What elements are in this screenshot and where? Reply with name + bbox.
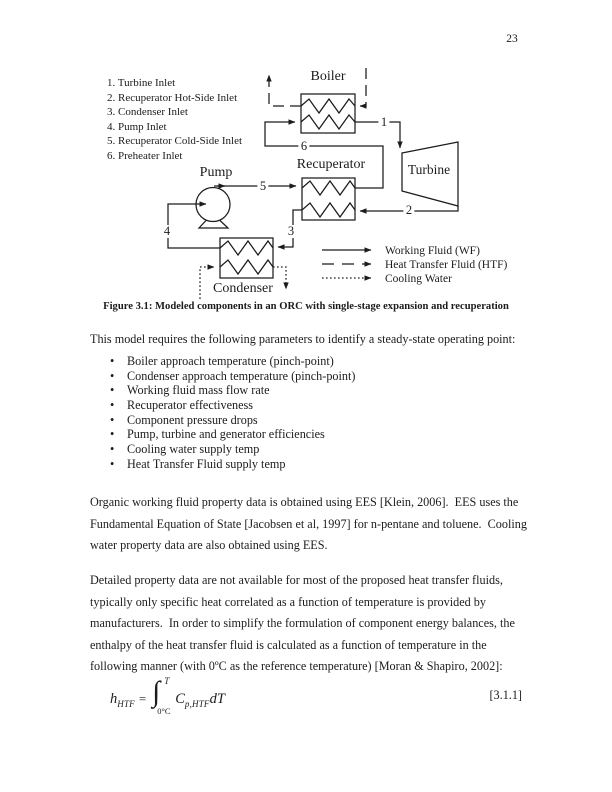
- state-point-4: 4: [161, 224, 173, 238]
- eq-lhs: h: [110, 691, 118, 707]
- eq-equals: =: [138, 691, 147, 706]
- integral-upper-limit: T: [164, 676, 170, 686]
- text-line: water property data are also obtained us…: [90, 538, 328, 553]
- intro-paragraph: This model requires the following parame…: [90, 332, 516, 346]
- parameter-bullet-list: Boiler approach temperature (pinch-point…: [110, 354, 355, 472]
- condenser-coil-bottom: [219, 258, 274, 276]
- wf-line-1-boiler-to-turbine: [355, 121, 403, 149]
- cooling-water-inlet: [199, 264, 215, 299]
- condenser-label: Condenser: [213, 281, 273, 296]
- boiler-label: Boiler: [310, 69, 346, 84]
- condenser-box: [219, 237, 274, 279]
- boiler-coil-bottom: [300, 113, 356, 131]
- list-item: 4. Pump Inlet: [107, 120, 167, 133]
- integral-lower-limit: 0°C: [157, 706, 171, 716]
- recuperator-coil-top: [301, 179, 356, 197]
- eq-integrand: C: [175, 691, 185, 707]
- paragraph-htf-properties: Detailed property data are not available…: [90, 570, 550, 678]
- text-line: typically only specific heat correlated …: [90, 594, 486, 609]
- wf-line-4-condenser-to-pump: [167, 201, 220, 249]
- state-point-2: 2: [403, 203, 415, 217]
- eq-integrand-subscript: p,HTF: [184, 699, 210, 709]
- text-line: Fundamental Equation of State [Jacobsen …: [90, 516, 527, 531]
- legend-cooling-water-label: Cooling Water: [385, 272, 452, 285]
- list-item: Working fluid mass flow rate: [110, 383, 355, 398]
- list-item: 5. Recuperator Cold-Side Inlet: [107, 135, 243, 148]
- list-item: Cooling water supply temp: [110, 442, 355, 457]
- bullet-text: Boiler approach temperature (pinch-point…: [127, 354, 334, 368]
- list-item: Pump, turbine and generator efficiencies: [110, 427, 355, 442]
- legend-htf-label: Heat Transfer Fluid (HTF): [385, 258, 508, 271]
- bullet-text: Condenser approach temperature (pinch-po…: [127, 368, 356, 383]
- equation-expression: hHTF= ∫T 0°C Cp,HTFdT: [110, 676, 225, 716]
- state-point-1: 1: [378, 115, 390, 129]
- paragraph-ees: Organic working fluid property data is o…: [90, 492, 550, 557]
- pump-label: Pump: [199, 165, 233, 180]
- pump-base: [197, 220, 230, 229]
- bullet-text: Working fluid mass flow rate: [127, 383, 270, 398]
- text-line: Organic working fluid property data is o…: [90, 495, 519, 509]
- list-item: Condenser approach temperature (pinch-po…: [110, 369, 355, 384]
- recuperator-label: Recuperator: [296, 157, 366, 172]
- wf-line-6-recuperator-to-boiler: [264, 119, 384, 189]
- equation-number: [3.1.1]: [489, 688, 523, 702]
- list-item: 1. Turbine Inlet: [107, 77, 176, 89]
- integral-group: ∫T 0°C: [149, 676, 175, 716]
- text-line: Detailed property data are not available…: [90, 573, 503, 587]
- list-item: Boiler approach temperature (pinch-point…: [110, 354, 355, 369]
- boiler-coil-top: [300, 97, 356, 115]
- eq-differential: dT: [209, 691, 225, 707]
- orc-flow-diagram: [167, 68, 459, 299]
- recuperator-box: [301, 177, 356, 221]
- bullet-text: Heat Transfer Fluid supply temp: [127, 456, 286, 471]
- htf-line-boiler-inlet: [359, 68, 367, 109]
- figure-caption: Figure 3.1: Modeled components in an ORC…: [103, 301, 509, 312]
- list-item: 6. Preheater Inlet: [107, 149, 183, 162]
- list-item: 3. Condenser Inlet: [107, 106, 188, 119]
- cooling-water-outlet: [273, 266, 289, 290]
- boiler-box: [300, 93, 356, 134]
- text-line: following manner (with 0ºC as the refere…: [90, 659, 503, 674]
- bullet-text: Pump, turbine and generator efficiencies: [127, 427, 325, 442]
- state-point-6: 6: [298, 139, 310, 153]
- state-point-3: 3: [285, 224, 297, 238]
- state-point-key: 1. Turbine Inlet 2. Recuperator Hot-Side…: [107, 76, 242, 163]
- htf-line-boiler-outlet: [266, 74, 301, 107]
- equation-3-1-1: hHTF= ∫T 0°C Cp,HTFdT [3.1.1]: [110, 676, 523, 716]
- list-item: Heat Transfer Fluid supply temp: [110, 457, 355, 472]
- list-item: Component pressure drops: [110, 413, 355, 428]
- text-line: enthalpy of the heat transfer fluid is c…: [90, 637, 487, 652]
- wf-line-2-turbine-to-recuperator: [359, 206, 459, 214]
- recuperator-coil-bottom: [301, 201, 356, 219]
- turbine-label: Turbine: [407, 162, 451, 177]
- eq-lhs-subscript: HTF: [117, 699, 135, 709]
- bullet-text: Recuperator effectiveness: [127, 398, 253, 413]
- state-point-5: 5: [257, 180, 269, 193]
- text-line: manufacturers. In order to simplify the …: [90, 616, 515, 631]
- bullet-text: Component pressure drops: [127, 412, 258, 427]
- list-item: 2. Recuperator Hot-Side Inlet: [107, 91, 238, 104]
- bullet-text: Cooling water supply temp: [127, 442, 260, 457]
- integral-sign: ∫: [152, 676, 161, 708]
- page-number: 23: [506, 33, 518, 45]
- condenser-coil-top: [219, 239, 274, 257]
- list-item: Recuperator effectiveness: [110, 398, 355, 413]
- legend-working-fluid-label: Working Fluid (WF): [385, 244, 480, 257]
